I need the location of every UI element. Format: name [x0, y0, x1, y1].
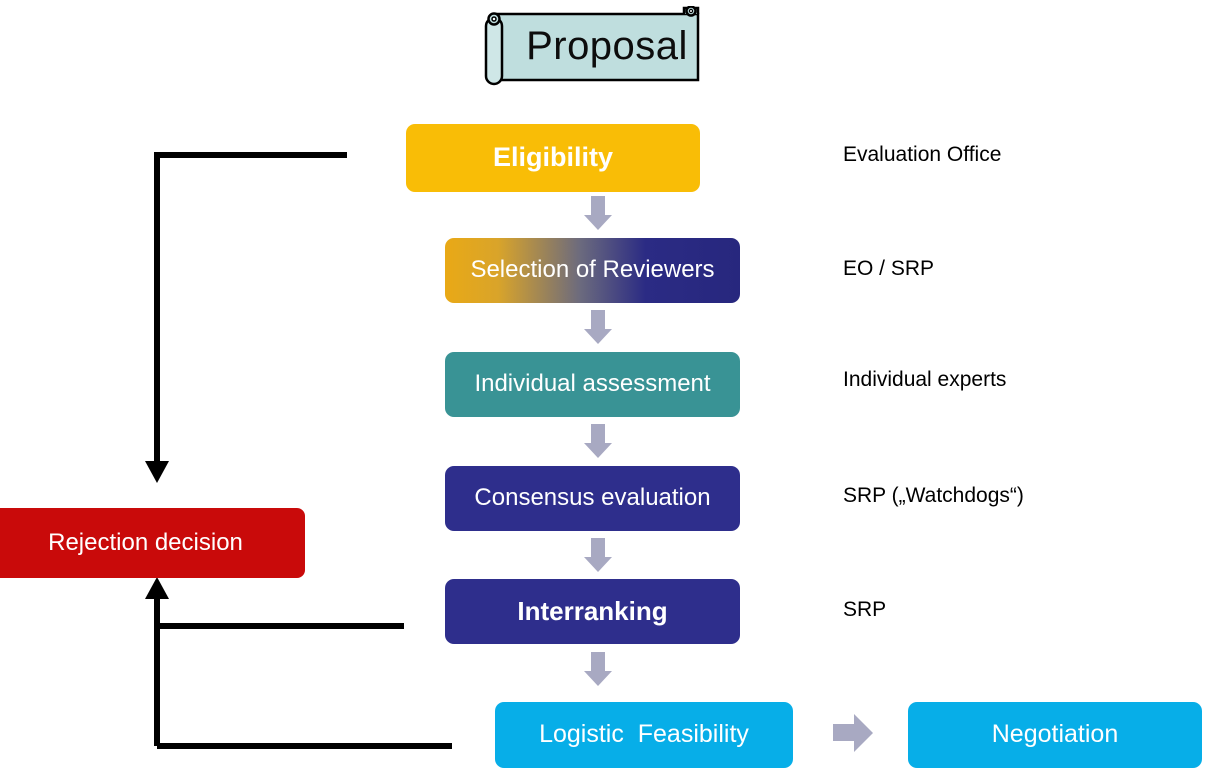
role-label-eo-srp: EO / SRP — [843, 257, 935, 280]
step-box-interranking[interactable]: Interranking — [445, 579, 740, 644]
role-label-individual-experts: Individual experts — [843, 368, 1007, 391]
feedback-line-eligibility — [154, 152, 347, 465]
feedback-arrowhead-down — [145, 461, 169, 483]
flow-arrow-icon-3 — [584, 424, 612, 458]
flow-arrow-icon-5 — [584, 652, 612, 686]
step-box-individual-assessment[interactable]: Individual assessment — [445, 352, 740, 417]
step-box-eligibility[interactable]: Eligibility — [406, 124, 700, 192]
flow-arrow-icon-2 — [584, 310, 612, 344]
role-label-srp-watchdogs: SRP („Watchdogs“) — [843, 484, 1024, 507]
scroll-shape-icon — [484, 6, 700, 86]
feedback-arrowhead-up — [145, 577, 169, 599]
step-box-selection-of-reviewers[interactable]: Selection of Reviewers — [445, 238, 740, 303]
outcome-box-rejection-decision[interactable]: Rejection decision — [0, 508, 305, 578]
flow-arrow-icon-4 — [584, 538, 612, 572]
outcome-box-negotiation[interactable]: Negotiation — [908, 702, 1202, 768]
proposal-title: Proposal — [526, 23, 688, 68]
role-label-evaluation-office: Evaluation Office — [843, 143, 1002, 166]
step-box-consensus-evaluation[interactable]: Consensus evaluation — [445, 466, 740, 531]
role-label-srp: SRP — [843, 598, 887, 621]
proposal-banner: Proposal — [480, 6, 708, 94]
outcome-arrow-icon — [833, 714, 873, 752]
flow-arrow-icon-1 — [584, 196, 612, 230]
step-box-logistic-feasibility[interactable]: Logistic Feasibility — [495, 702, 793, 768]
